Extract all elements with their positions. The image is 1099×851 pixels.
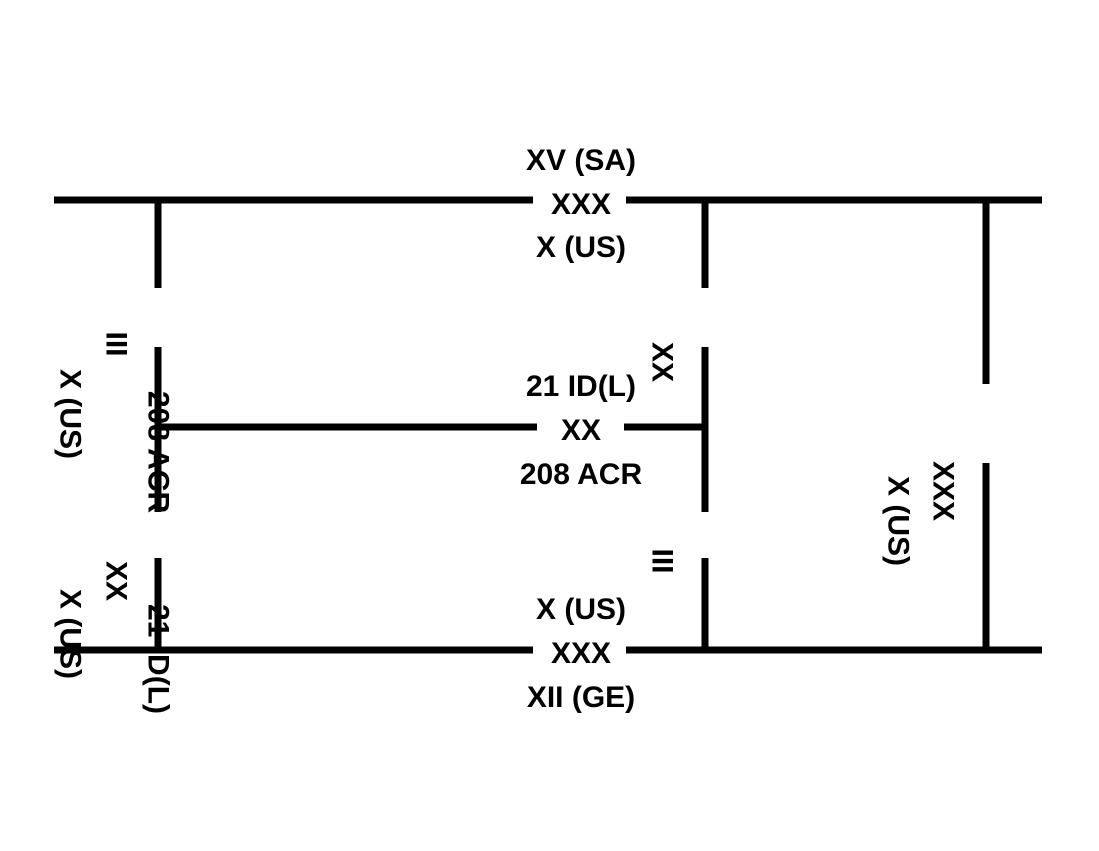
east-echelon-label: XXX — [927, 461, 960, 521]
left-bottom-inner-unit-label: 21 ID(L) — [142, 604, 175, 714]
north-echelon-label: XXX — [551, 188, 611, 221]
north-upper-unit-label: XV (SA) — [526, 144, 636, 177]
left-bottom-outer-unit-label: X (US) — [54, 589, 87, 679]
left-bottom-echelon-label: XX — [100, 561, 133, 601]
south-upper-unit-label: X (US) — [536, 593, 626, 626]
center-lower-unit-label: 208 ACR — [520, 458, 643, 491]
south-lower-unit-label: XII (GE) — [527, 681, 635, 714]
middle-bottom-echelon-label: III — [646, 548, 679, 573]
center-echelon-label: XX — [561, 414, 601, 447]
north-lower-unit-label: X (US) — [536, 231, 626, 264]
middle-top-echelon-label: XX — [646, 342, 679, 382]
east-unit-label: X (US) — [882, 476, 915, 566]
south-echelon-label: XXX — [551, 637, 611, 670]
left-top-echelon-label: III — [100, 331, 133, 356]
left-top-inner-unit-label: 208 ACR — [142, 391, 175, 514]
left-top-outer-unit-label: X (US) — [54, 369, 87, 459]
center-upper-unit-label: 21 ID(L) — [526, 370, 636, 403]
